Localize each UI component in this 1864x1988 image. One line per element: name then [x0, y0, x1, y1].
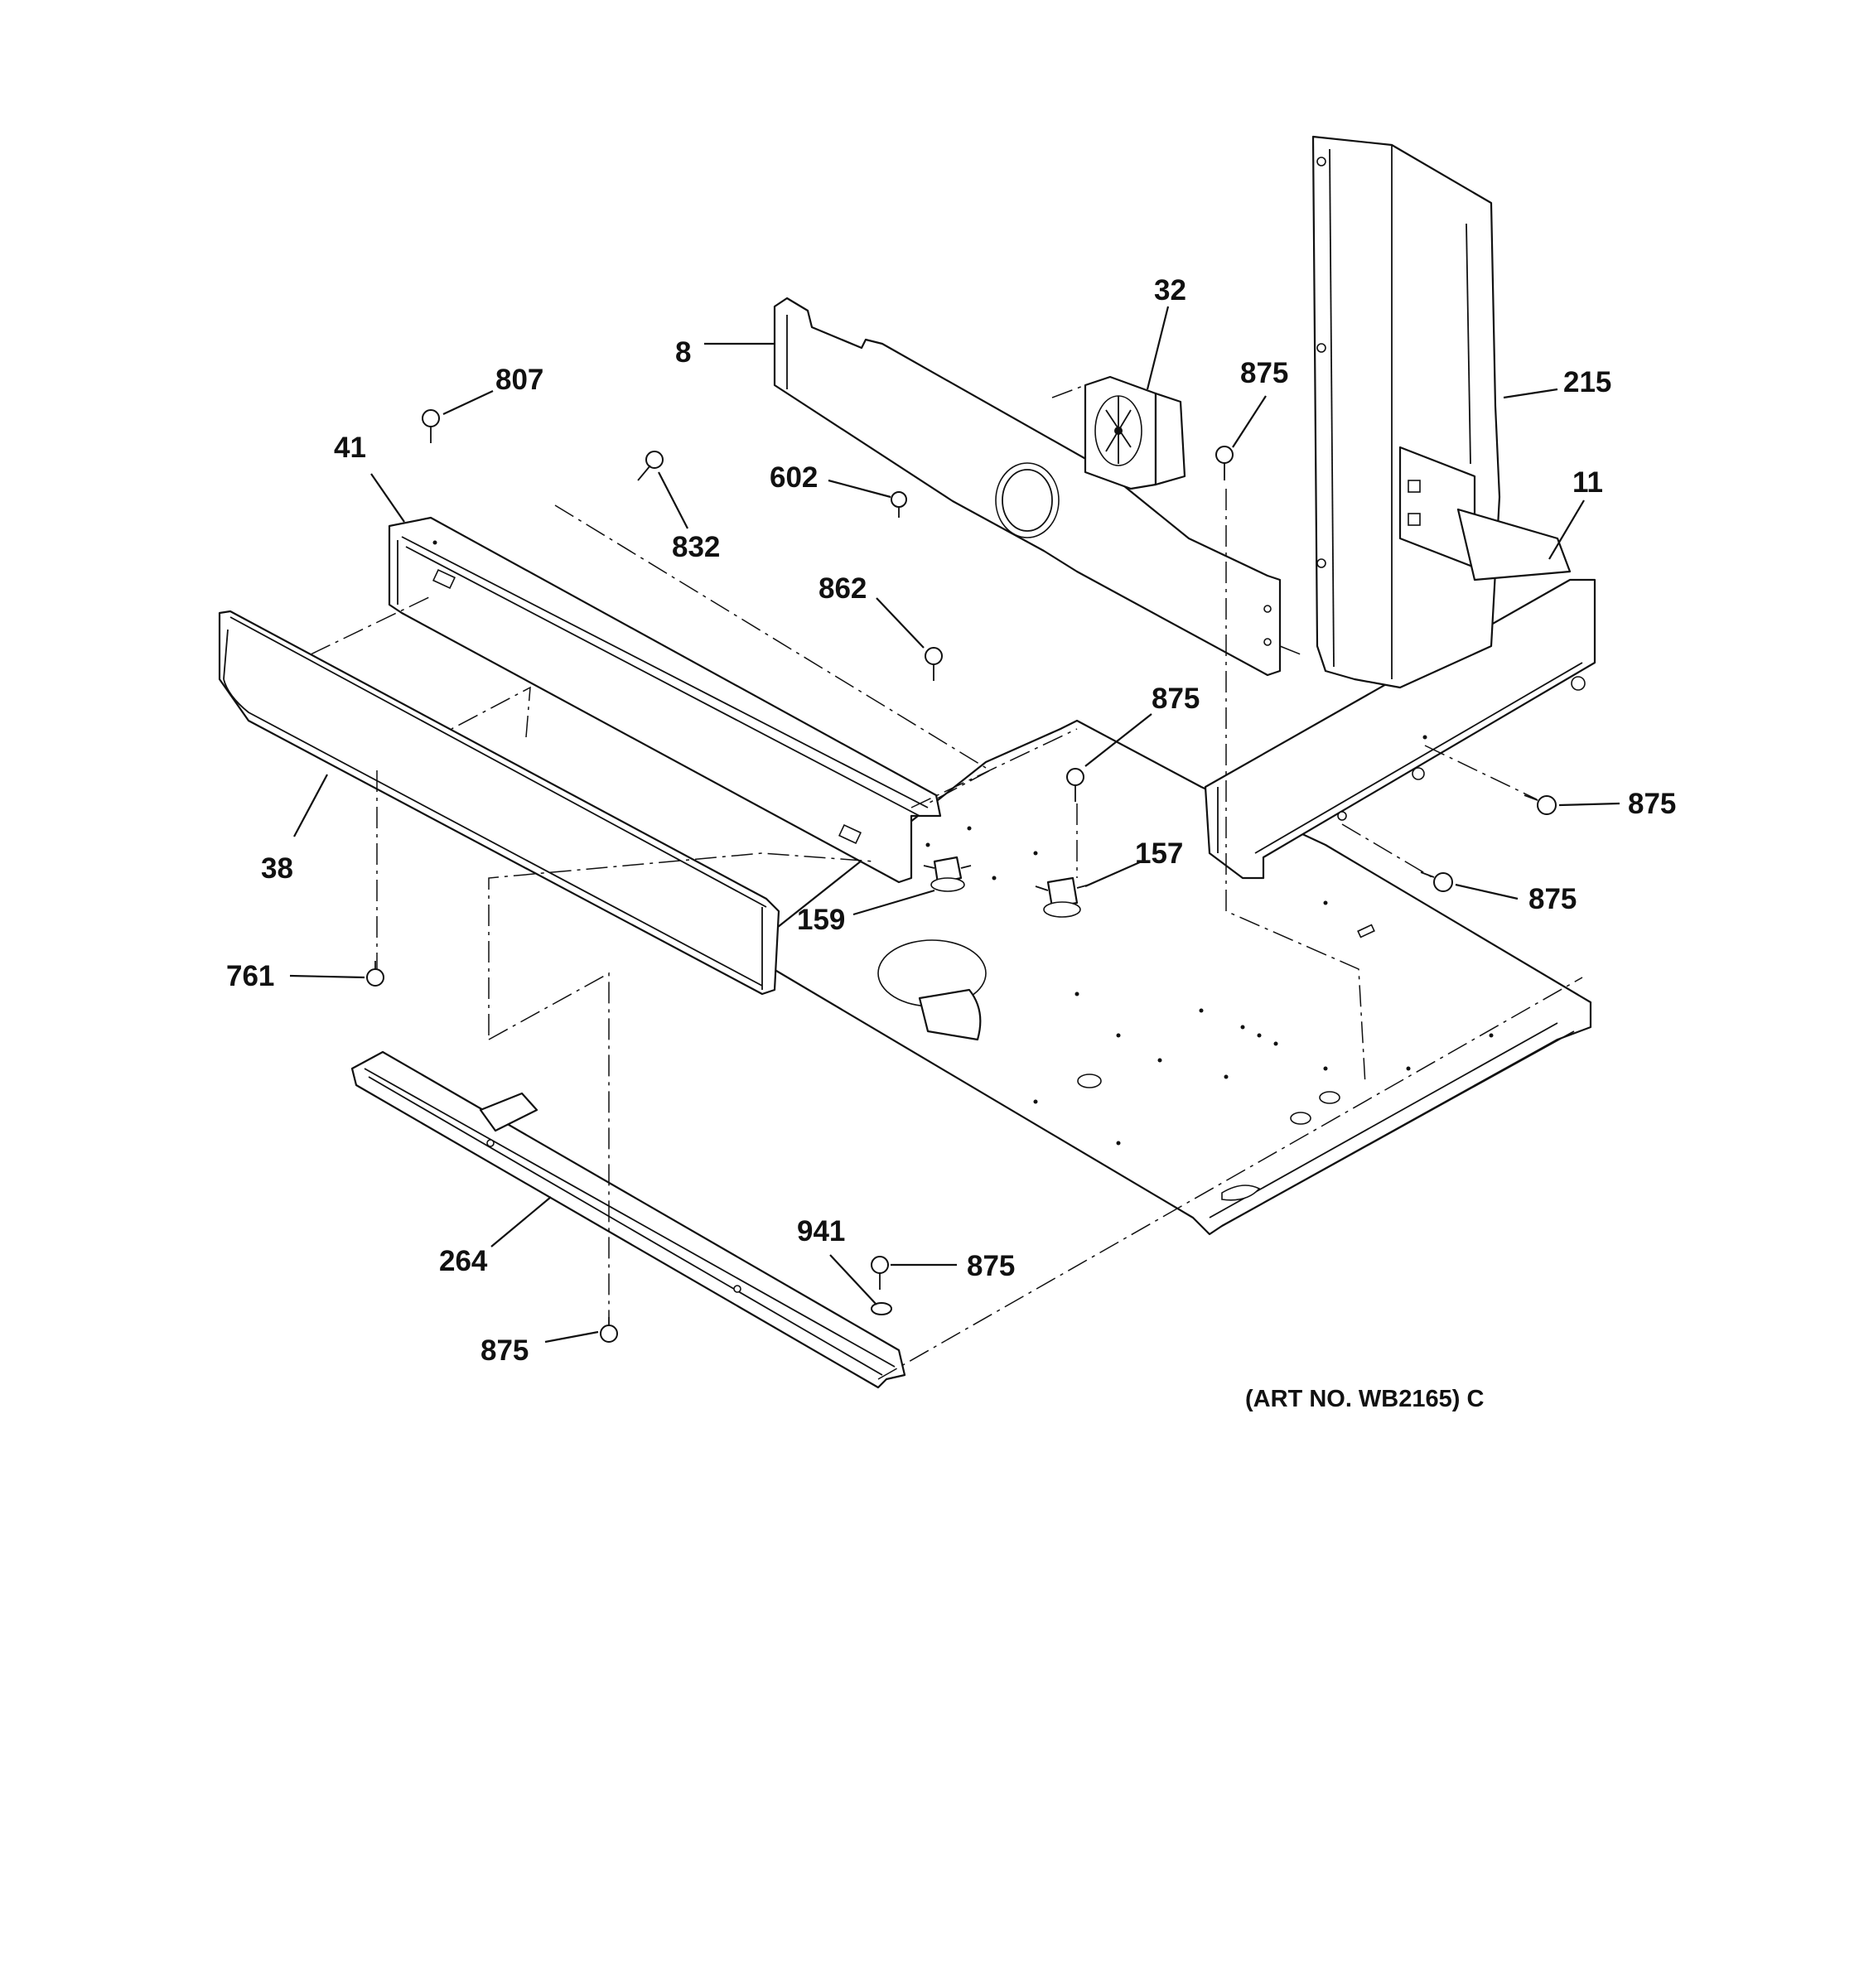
screw-761 — [366, 961, 384, 987]
screw-832 — [637, 451, 664, 481]
screw-875-right1 — [1524, 794, 1557, 815]
callout-157: 157 — [1135, 837, 1183, 870]
callout-832: 832 — [672, 531, 720, 563]
callout-862: 862 — [819, 572, 867, 605]
callout-11: 11 — [1572, 466, 1603, 499]
screw-875-bottom-right — [871, 1256, 889, 1290]
callout-875-bottom-left: 875 — [480, 1334, 529, 1367]
callout-941: 941 — [797, 1215, 845, 1247]
fan-motor-part-32 — [1084, 375, 1186, 490]
callout-875-top: 875 — [1240, 357, 1288, 389]
callout-264: 264 — [439, 1245, 488, 1277]
bottom-pan-part — [744, 719, 1592, 1236]
screw-875-top — [1215, 446, 1234, 480]
screw-602 — [891, 491, 907, 518]
duct-part-215 — [1311, 135, 1572, 689]
callout-41: 41 — [334, 432, 366, 464]
sensor-part-159 — [923, 856, 972, 892]
rear-panel-part-8 — [773, 297, 1282, 677]
callout-875-right2: 875 — [1528, 883, 1577, 915]
callout-807: 807 — [495, 364, 543, 396]
vent-trim-part-41 — [388, 516, 942, 884]
washer-941 — [871, 1302, 892, 1315]
callout-159: 159 — [797, 904, 845, 936]
bottom-trim-part-264 — [350, 1050, 906, 1389]
leader-lines — [289, 306, 1620, 1344]
screw-875-mid — [1066, 768, 1084, 802]
art-number: (ART NO. WB2165) C — [1245, 1386, 1484, 1412]
screw-875-right2 — [1420, 871, 1453, 892]
screw-807 — [422, 409, 440, 443]
callout-215: 215 — [1563, 366, 1611, 398]
assembly-phantom-lines — [310, 384, 1583, 1380]
callout-8: 8 — [675, 336, 691, 369]
callout-labels: 8 32 807 875 215 41 602 11 832 862 875 8… — [226, 274, 1676, 1367]
callout-761: 761 — [226, 960, 274, 992]
callout-38: 38 — [261, 852, 293, 885]
callout-32: 32 — [1154, 274, 1186, 306]
front-rail-part-11 — [1204, 578, 1596, 880]
callout-875-bottom-right: 875 — [967, 1250, 1015, 1282]
sensor-part-157 — [1035, 876, 1090, 918]
front-trim-part-38 — [218, 610, 780, 996]
callout-602: 602 — [770, 461, 818, 494]
screw-875-bottom-left — [600, 1317, 618, 1343]
screw-862 — [925, 647, 943, 681]
callout-875-right1: 875 — [1628, 788, 1676, 820]
callout-875-mid: 875 — [1152, 683, 1200, 715]
